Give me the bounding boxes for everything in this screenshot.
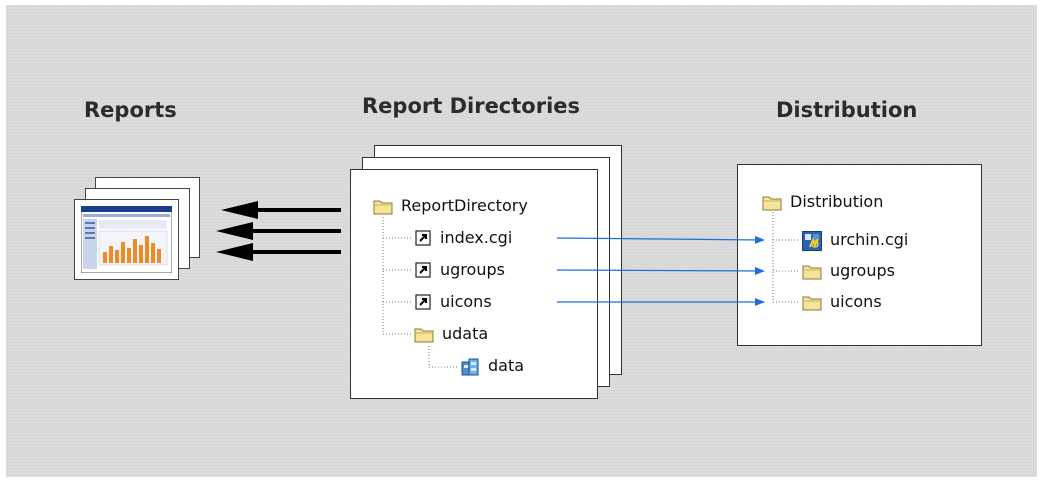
link-arrow-ugroups: [556, 266, 765, 275]
tree-node-udata[interactable]: udata: [414, 324, 488, 343]
tree-node-uicons-shortcut[interactable]: uicons: [414, 292, 492, 311]
reports-heading: Reports: [84, 98, 177, 122]
report-arrow-bottom: [216, 243, 341, 261]
tree-node-data[interactable]: data: [460, 356, 524, 375]
tree-node-label: uicons: [830, 292, 882, 311]
database-icon: [460, 357, 480, 375]
link-arrow-index-cgi: [556, 235, 765, 244]
tree-node-urchin-cgi[interactable]: urchin.cgi: [802, 230, 909, 251]
shortcut-icon: [414, 293, 432, 311]
tree-node-label: Distribution: [790, 192, 884, 211]
tree-node-ugroups-folder[interactable]: ugroups: [802, 261, 895, 280]
folder-icon: [802, 293, 822, 311]
folder-icon: [373, 197, 393, 215]
shortcut-icon: [414, 229, 432, 247]
report-directory-tree-lines: [382, 217, 458, 368]
tree-node-label: ugroups: [440, 260, 505, 279]
distribution-tree-lines: [772, 212, 800, 303]
tree-node-label: urchin.cgi: [830, 230, 909, 249]
distribution-panel: [737, 164, 982, 346]
tree-node-label: ugroups: [830, 261, 895, 280]
tree-node-label: ReportDirectory: [401, 196, 528, 215]
tree-node-uicons-folder[interactable]: uicons: [802, 292, 882, 311]
folder-icon: [802, 262, 822, 280]
folder-icon: [414, 325, 434, 343]
tree-node-distribution[interactable]: Distribution: [762, 192, 883, 211]
tree-node-label: data: [488, 356, 525, 375]
report-directories-heading: Report Directories: [362, 94, 581, 118]
tree-node-ugroups-shortcut[interactable]: ugroups: [414, 260, 505, 279]
cgi-program-icon: [802, 230, 822, 251]
report-arrow-top: [221, 201, 341, 219]
tree-node-label: uicons: [440, 292, 492, 311]
report-arrow-middle: [216, 222, 341, 240]
tree-node-index-cgi[interactable]: index.cgi: [414, 228, 512, 247]
distribution-heading: Distribution: [776, 98, 918, 122]
tree-node-label: udata: [442, 324, 489, 343]
tree-node-label: index.cgi: [440, 228, 513, 247]
report-thumbnail-front: [74, 199, 179, 280]
shortcut-icon: [414, 261, 432, 279]
folder-icon: [762, 193, 782, 211]
tree-node-reportdirectory[interactable]: ReportDirectory: [373, 196, 528, 215]
report-screenshot-icon: [80, 205, 173, 274]
